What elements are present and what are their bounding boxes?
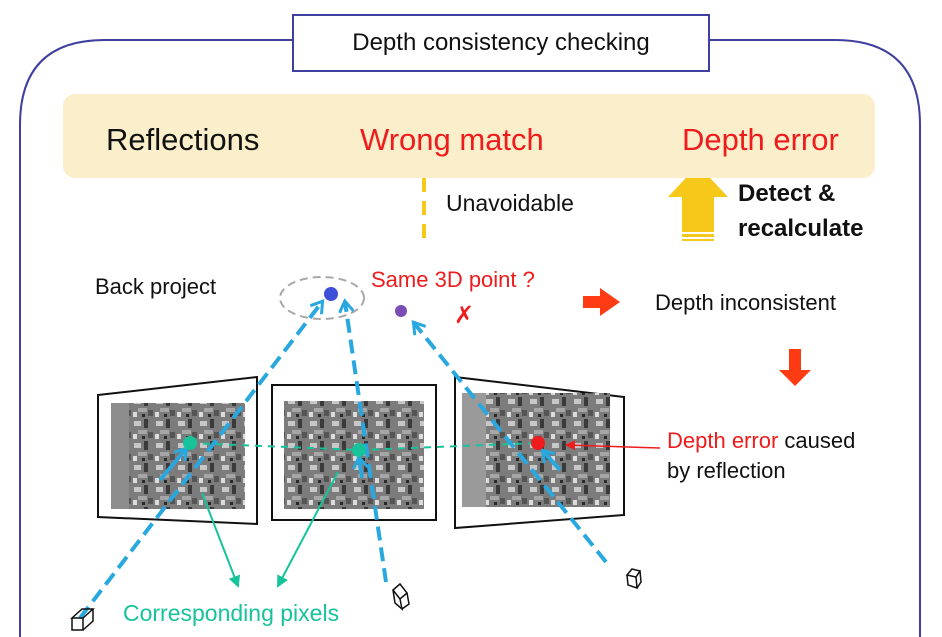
depth-inconsistent-label: Depth inconsistent: [655, 290, 836, 315]
by-reflection-label: by reflection: [667, 458, 786, 483]
camera-icon-left: [70, 608, 95, 631]
pixel-right: [531, 436, 545, 450]
correspondence-line-left: [189, 442, 360, 451]
correspondence-line-right: [358, 442, 539, 451]
cross-mark: ✗: [454, 302, 475, 329]
recalculate-label: recalculate: [738, 215, 864, 242]
outer-frame: [19, 39, 921, 637]
wrong-match-label: Wrong match: [360, 122, 544, 157]
page-title: Depth consistency checking: [292, 14, 710, 72]
camera-icon-right: [625, 568, 642, 590]
title-text: Depth consistency checking: [352, 29, 650, 56]
3d-point-blue: [324, 287, 338, 301]
detect-label: Detect &: [738, 180, 836, 207]
ray-left: [78, 302, 322, 620]
depth-error-label: Depth error: [682, 122, 839, 157]
depth-error-caption-red: Depth error: [667, 428, 779, 453]
depth-error-caption-rest: caused: [778, 428, 856, 453]
center-depth-image: [284, 401, 424, 509]
detect-recalculate-arrow: [668, 165, 728, 241]
ray-center: [345, 302, 388, 583]
green-arrow-left: [201, 492, 240, 588]
back-project-label: Back project: [95, 274, 217, 299]
corresponding-pixels-label: Corresponding pixels: [123, 600, 340, 626]
pixel-center: [352, 443, 366, 457]
camera-icon-center: [391, 582, 410, 611]
inconsistent-arrow: [583, 288, 620, 316]
flow-banner: [63, 94, 875, 178]
3d-point-purple: [395, 305, 407, 317]
depth-error-pointer: [565, 440, 661, 451]
down-arrow: [779, 349, 811, 386]
unavoidable-label: Unavoidable: [446, 190, 574, 216]
back-project-ellipse: [279, 276, 365, 320]
same-3d-point-label: Same 3D point ?: [371, 267, 535, 292]
reflections-label: Reflections: [106, 122, 260, 157]
depth-error-caption: Depth error caused: [667, 428, 855, 454]
pixel-left: [183, 436, 197, 450]
ray-right: [414, 323, 608, 564]
green-arrow-center: [277, 471, 339, 588]
